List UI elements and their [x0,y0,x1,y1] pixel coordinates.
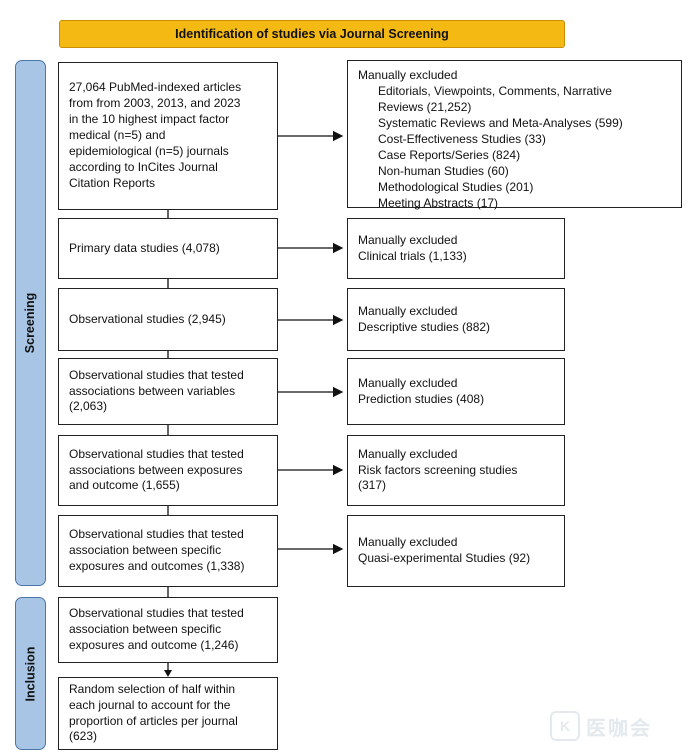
exclusion-items: Descriptive studies (882) [358,319,491,334]
exclusion-box-quasi-experimental: Manually excluded Quasi-experimental Stu… [347,515,565,587]
watermark: K 医咖会 [550,711,680,741]
flow-box-included-studies: Observational studies that tested associ… [58,597,278,663]
flow-box-primary-data: Primary data studies (4,078) [58,218,278,279]
flow-box-random-selection: Random selection of half within each jou… [58,677,278,750]
flow-box-specific-exposures-outcomes: Observational studies that tested associ… [58,515,278,587]
watermark-text: 医咖会 [586,717,652,740]
exclusion-box-clinical-trials: Manually excluded Clinical trials (1,133… [347,218,565,279]
exclusion-box-descriptive: Manually excluded Descriptive studies (8… [347,288,565,351]
exclusion-items: Prediction studies (408) [358,391,485,406]
flow-box-associations-variables: Observational studies that tested associ… [58,358,278,425]
exclusion-items: Clinical trials (1,133) [358,248,467,263]
exclusion-items: Quasi-experimental Studies (92) [358,551,531,565]
exclusion-box-initial: Manually excluded Editorials, Viewpoints… [347,60,682,210]
exclusion-box-prediction: Manually excluded Prediction studies (40… [347,358,565,425]
flow-box-exposures-outcome: Observational studies that tested associ… [58,435,278,506]
flow-box-observational: Observational studies (2,945) [58,288,278,351]
exclusion-items: Editorials, Viewpoints, Comments, Narrat… [378,83,623,210]
exclusion-title: Manually excluded [358,232,458,247]
exclusion-title: Manually excluded [358,68,458,82]
exclusion-title: Manually excluded [358,446,458,461]
section-header: Identification of studies via Journal Sc… [59,20,565,48]
exclusion-items: Risk factors screening studies (317) [358,462,518,493]
flow-box-identified-articles: 27,064 PubMed-indexed articles from from… [58,62,278,210]
exclusion-title: Manually excluded [358,303,458,318]
inclusion-phase-label: Inclusion [15,597,46,750]
screening-phase-label: Screening [15,60,46,586]
exclusion-title: Manually excluded [358,535,458,550]
watermark-logo-icon: K [550,711,580,741]
exclusion-title: Manually excluded [358,375,458,390]
exclusion-box-risk-factors: Manually excluded Risk factors screening… [347,435,565,506]
